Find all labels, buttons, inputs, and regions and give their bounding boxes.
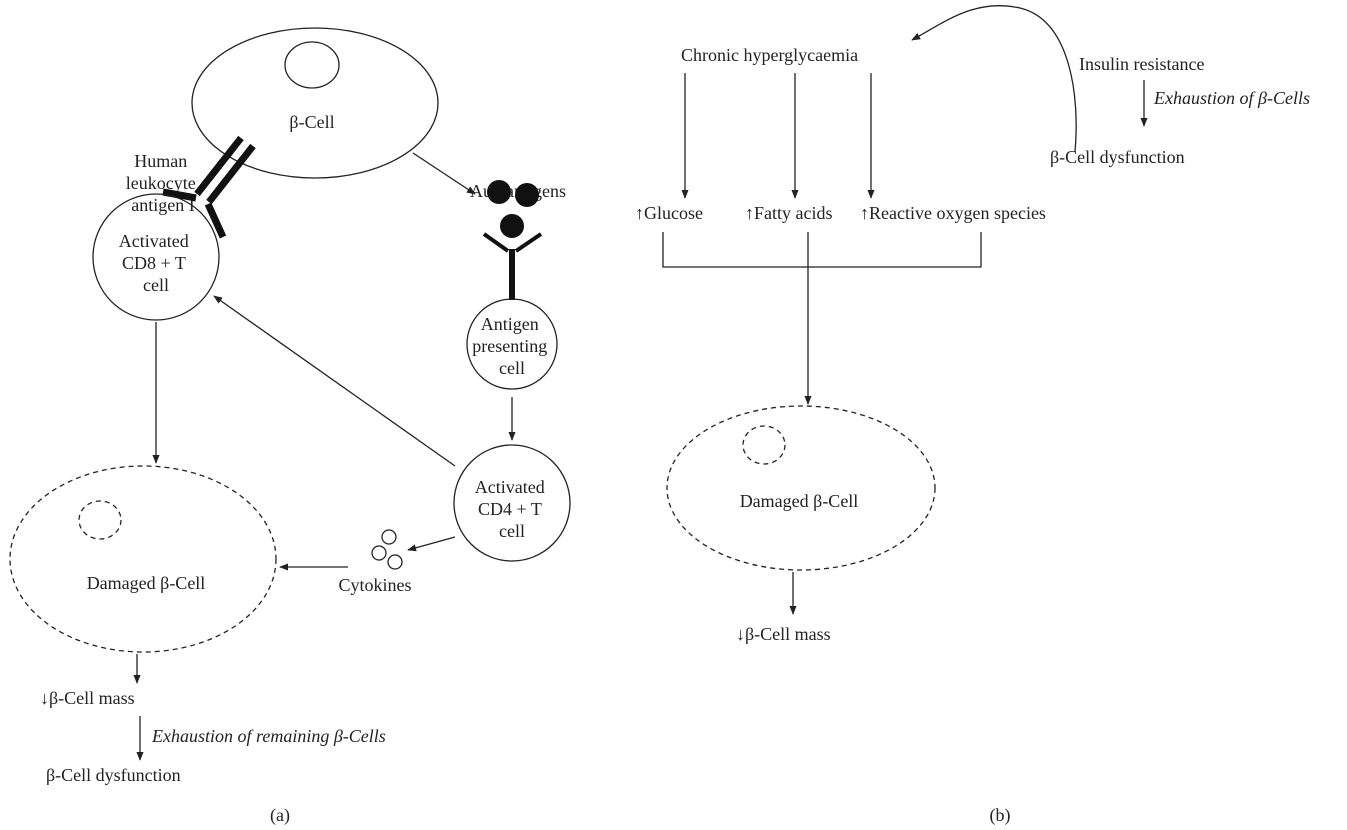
cd4-to-cd8-arrow <box>213 295 456 467</box>
feedback-arrow <box>911 4 1077 153</box>
chronic-hyperglycaemia-label: Chronic hyperglycaemia <box>681 45 858 65</box>
cd8-t-cell-label: Activated CD8 + T cell <box>119 231 193 295</box>
insulin-resistance-label: Insulin resistance <box>1079 54 1204 74</box>
autoantigen-blob <box>500 214 524 238</box>
damaged-beta-cell-b-label: Damaged β-Cell <box>740 491 859 511</box>
exhaustion-remaining-label: Exhaustion of remaining β-Cells <box>151 726 386 746</box>
glucose-label: ↑Glucose <box>635 203 703 223</box>
panel-a-caption: (a) <box>270 805 290 826</box>
damaged-beta-cell-b-nucleus <box>742 425 786 465</box>
apc-shape <box>466 298 558 390</box>
beta-cell-label: β-Cell <box>289 112 334 132</box>
cd4-to-cytokines-arrow <box>407 536 456 552</box>
panel-b-caption: (b) <box>990 805 1011 826</box>
beta-cell-mass-b-label: ↓β-Cell mass <box>736 624 831 644</box>
beta-cell-nucleus <box>284 41 340 89</box>
apc-receptor-icon <box>482 232 543 300</box>
fatty-acids-label: ↑Fatty acids <box>745 203 833 223</box>
damaged-beta-cell-shape <box>9 465 277 653</box>
damaged-beta-cell-label: Damaged β-Cell <box>87 573 206 593</box>
beta-cell-dysfunction-b-label: β-Cell dysfunction <box>1050 147 1185 167</box>
merge-bracket <box>662 232 982 268</box>
damaged-beta-cell-b-shape <box>666 405 936 571</box>
ros-label: ↑Reactive oxygen species <box>860 203 1046 223</box>
hla-receptor-icon <box>162 135 256 239</box>
cd8-t-cell-shape <box>92 193 220 321</box>
autoantigen-blob <box>515 183 539 207</box>
cytokine-circles-icon <box>371 529 403 570</box>
panel-b: Chronic hyperglycaemia Insulin resistanc… <box>635 4 1310 826</box>
cd4-t-cell-shape <box>453 444 571 562</box>
apc-label: Antigen presenting cell <box>472 314 551 378</box>
damaged-beta-cell-nucleus <box>78 500 122 540</box>
autoantigen-blob <box>487 180 511 204</box>
exhaustion-beta-cells-label: Exhaustion of β-Cells <box>1153 88 1310 108</box>
beta-cell-shape <box>191 27 439 179</box>
beta-cell-mass-label: ↓β-Cell mass <box>40 688 135 708</box>
beta-to-autoantigen-arrow <box>412 152 476 195</box>
cytokines-label: Cytokines <box>338 575 411 595</box>
cd4-t-cell-label: Activated CD4 + T cell <box>475 477 549 541</box>
panel-a: β-Cell Human leukocyte antigen I Activat… <box>9 27 571 826</box>
beta-cell-dysfunction-label: β-Cell dysfunction <box>46 765 181 785</box>
hla-label: Human leukocyte antigen I <box>126 151 200 215</box>
